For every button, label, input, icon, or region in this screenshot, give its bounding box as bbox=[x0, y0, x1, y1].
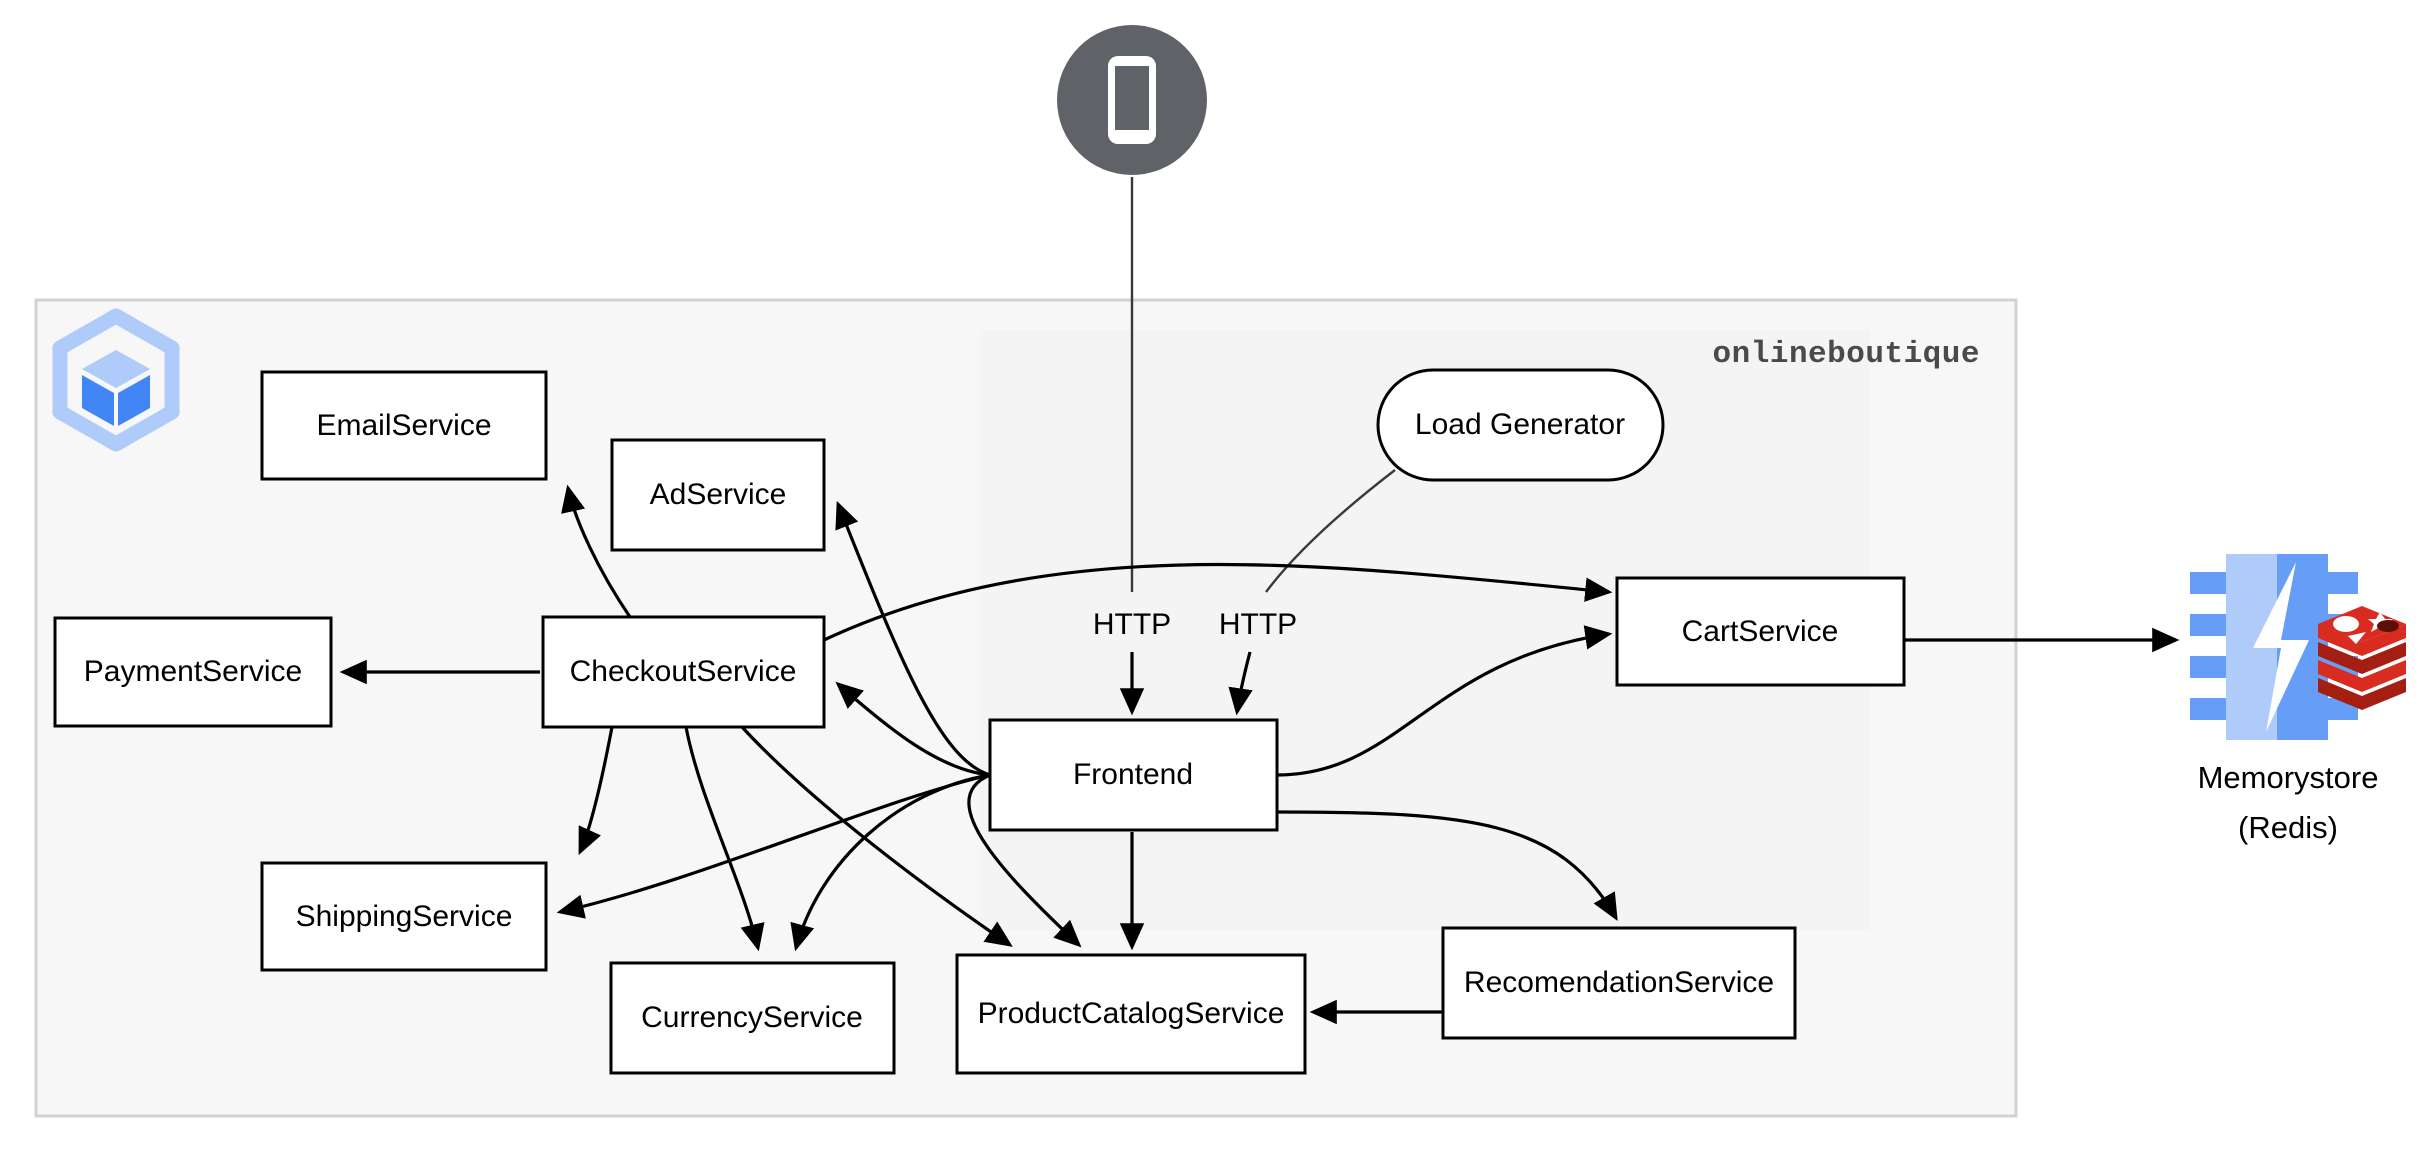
edge-loadgen-frontend-upper bbox=[1265, 469, 1396, 593]
node-label-currencyservice: CurrencyService bbox=[641, 1001, 863, 1034]
node-label-checkoutservice: CheckoutService bbox=[570, 655, 797, 688]
memorystore-label-line2: (Redis) bbox=[2238, 810, 2338, 845]
edge-frontend-checkoutservice bbox=[835, 681, 991, 777]
node-checkoutservice[interactable]: CheckoutService bbox=[541, 615, 826, 729]
node-frontend[interactable]: Frontend bbox=[988, 718, 1279, 832]
node-loadgenerator[interactable]: Load Generator bbox=[1376, 368, 1665, 482]
node-productcatalogservice[interactable]: ProductCatalogService bbox=[955, 953, 1307, 1075]
edge-frontend-adservice bbox=[835, 500, 991, 777]
edge-frontend-shippingservice bbox=[556, 773, 991, 919]
node-label-recomendationservice: RecomendationService bbox=[1464, 966, 1774, 999]
client-node[interactable] bbox=[1057, 25, 1207, 175]
node-paymentservice[interactable]: PaymentService bbox=[53, 616, 333, 728]
node-label-productcatalogservice: ProductCatalogService bbox=[978, 997, 1285, 1030]
node-label-adservice: AdService bbox=[650, 478, 787, 511]
edge-frontend-cartservice bbox=[1276, 625, 1613, 777]
node-label-shippingservice: ShippingService bbox=[296, 900, 513, 933]
mobile-phone-icon bbox=[1108, 56, 1156, 144]
memorystore-redis-icon bbox=[2190, 554, 2406, 740]
node-label-emailservice: EmailService bbox=[316, 409, 491, 442]
node-currencyservice[interactable]: CurrencyService bbox=[609, 961, 896, 1075]
edge-checkout-cartservice bbox=[823, 562, 1613, 642]
edge-frontend-productcatalog-curve bbox=[967, 773, 1082, 948]
edge-loadgen-frontend bbox=[1228, 651, 1253, 716]
node-label-frontend: Frontend bbox=[1073, 758, 1193, 791]
kubernetes-namespace-icon bbox=[52, 308, 180, 452]
node-cartservice[interactable]: CartService bbox=[1615, 576, 1906, 687]
edge-checkout-shippingservice bbox=[578, 726, 614, 856]
node-label-cartservice: CartService bbox=[1682, 615, 1839, 648]
edge-checkout-currencyservice bbox=[684, 726, 765, 952]
node-emailservice[interactable]: EmailService bbox=[260, 370, 548, 481]
namespace-title: onlineboutique bbox=[1713, 337, 1980, 372]
edge-label-http-client: HTTP bbox=[1093, 608, 1171, 641]
memorystore-label-line1: Memorystore bbox=[2198, 760, 2379, 795]
node-adservice[interactable]: AdService bbox=[610, 438, 826, 552]
edge-label-http-loadgen: HTTP bbox=[1219, 608, 1297, 641]
node-shippingservice[interactable]: ShippingService bbox=[260, 861, 548, 972]
edge-checkout-emailservice bbox=[561, 484, 632, 618]
memorystore-node[interactable]: Memorystore (Redis) bbox=[2190, 554, 2406, 845]
node-label-paymentservice: PaymentService bbox=[84, 655, 302, 688]
node-recomendationservice[interactable]: RecomendationService bbox=[1441, 926, 1797, 1040]
edge-checkout-productcatalogservice bbox=[740, 725, 1013, 947]
node-label-loadgenerator: Load Generator bbox=[1415, 408, 1625, 441]
edge-frontend-recomendationservice bbox=[1276, 810, 1618, 921]
